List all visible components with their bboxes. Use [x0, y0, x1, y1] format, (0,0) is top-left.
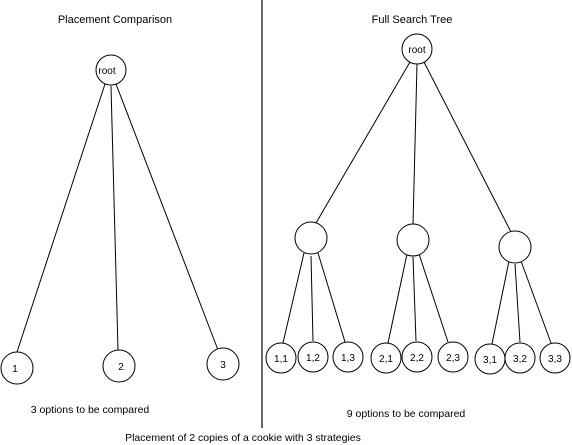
right-edge-root-mid-2: [412, 63, 418, 226]
right-leaf-label-1-3: 1,3: [341, 353, 355, 364]
right-edge-mid2-leaf1: [387, 253, 408, 344]
left-edge-3: [115, 83, 219, 351]
right-middle-node-1: [294, 221, 328, 255]
right-edge-mid2-leaf2: [412, 256, 417, 342]
right-middle-node-3: [498, 230, 532, 264]
right-edge-mid3-leaf3: [520, 260, 552, 344]
right-leaf-node-3-3: [539, 342, 571, 374]
footer-caption: Placement of 2 copies of a cookie with 3…: [125, 432, 361, 444]
right-panel-caption: 9 options to be compared: [347, 408, 466, 420]
right-leaf-label-2-1: 2,1: [379, 354, 393, 365]
right-root-label: root: [408, 45, 425, 56]
left-root-node: [95, 54, 127, 86]
left-leaf-node-3: [206, 347, 240, 381]
right-edge-mid1-leaf3: [317, 252, 346, 343]
right-edge-mid3-leaf2: [514, 263, 521, 343]
right-leaf-label-3-3: 3,3: [548, 354, 562, 365]
left-panel-title: Placement Comparison: [58, 14, 172, 26]
right-edge-root-mid-3: [423, 61, 512, 233]
right-leaf-label-2-2: 2,2: [410, 353, 424, 364]
right-middle-node-2: [396, 223, 430, 257]
right-edge-mid1-leaf2: [310, 255, 314, 342]
right-leaf-node-1-3: [332, 341, 364, 373]
right-panel-title: Full Search Tree: [372, 14, 453, 26]
left-leaf-label-3: 3: [220, 360, 226, 371]
right-leaf-label-2-3: 2,3: [446, 353, 460, 364]
right-leaf-node-2-1: [370, 342, 402, 374]
right-edge-root-mid-1: [315, 61, 411, 224]
left-panel-caption: 3 options to be compared: [31, 404, 150, 416]
left-leaf-label-2: 2: [118, 362, 124, 373]
right-edge-mid3-leaf1: [491, 260, 510, 345]
right-leaf-node-1-2: [297, 341, 329, 373]
right-panel: Full Search Tree root 1,1 1,2 1,3: [265, 14, 571, 420]
right-root-node: [401, 33, 433, 65]
left-leaf-node-2: [102, 349, 136, 383]
right-leaf-label-1-2: 1,2: [306, 353, 320, 364]
right-leaf-label-1-1: 1,1: [274, 354, 288, 365]
right-edge-mid2-leaf3: [418, 253, 449, 343]
right-leaf-node-2-2: [401, 341, 433, 373]
left-panel: Placement Comparison root 1 2 3 3 option…: [0, 14, 240, 416]
right-leaf-node-3-2: [504, 342, 536, 374]
right-leaf-label-3-2: 3,2: [513, 354, 527, 365]
left-root-label: root: [98, 66, 115, 77]
left-edge-2: [110, 85, 119, 351]
right-leaf-node-1-1: [265, 342, 297, 374]
right-leaf-label-3-1: 3,1: [483, 355, 497, 366]
right-leaf-node-2-3: [437, 341, 469, 373]
right-edge-mid1-leaf1: [282, 252, 305, 344]
left-leaf-label-1: 1: [12, 364, 18, 375]
left-edge-1: [16, 83, 106, 353]
left-leaf-node-1: [0, 351, 34, 385]
